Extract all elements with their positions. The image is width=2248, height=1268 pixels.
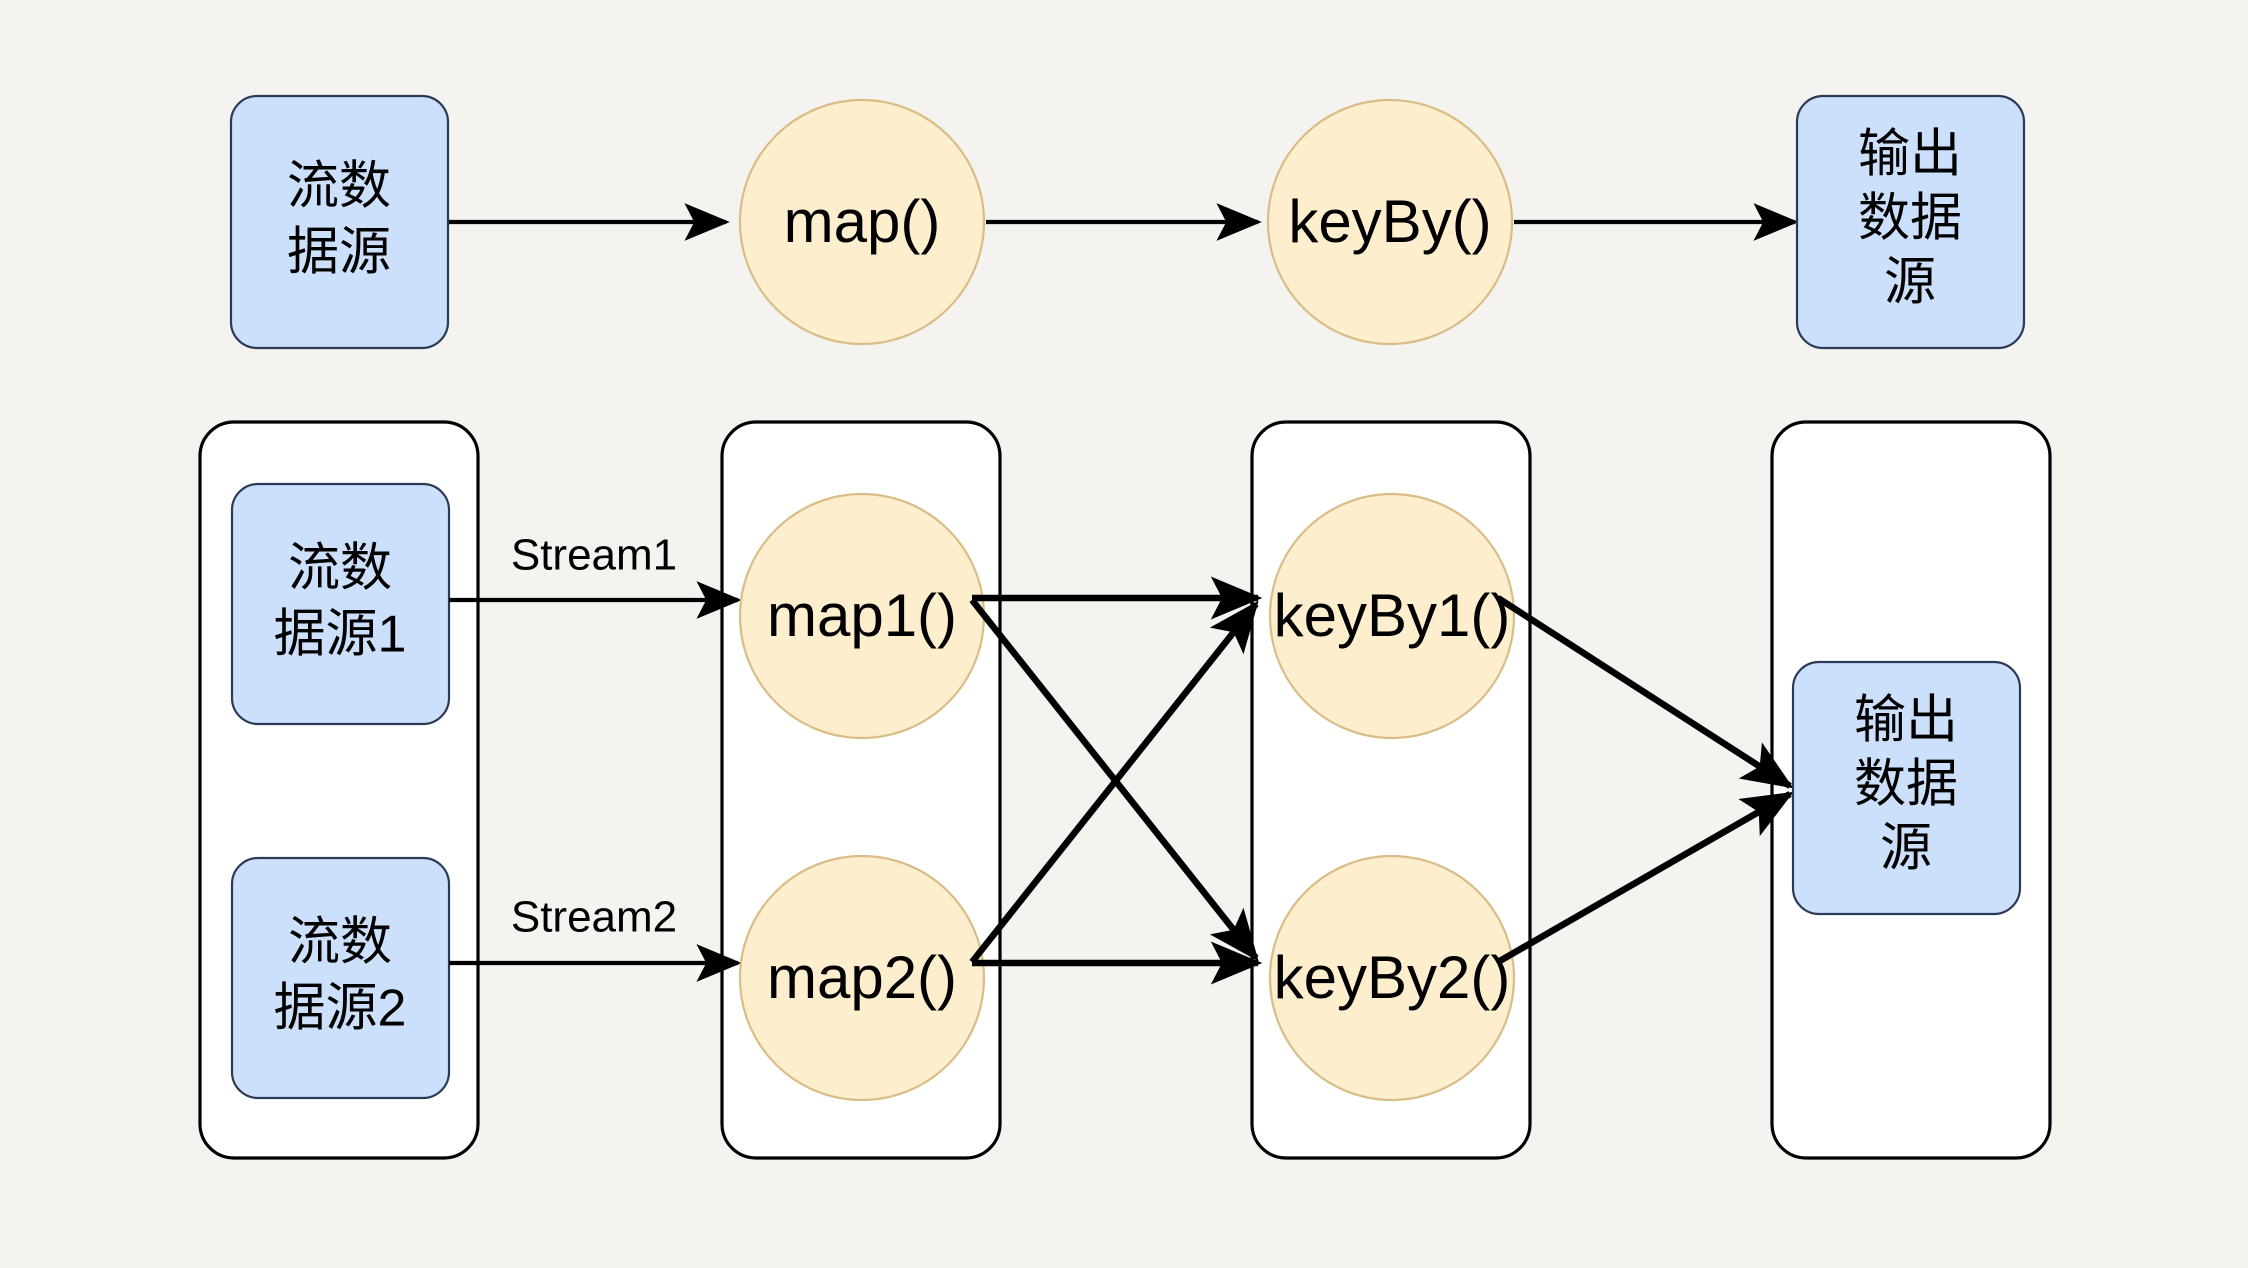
keyby-2-shape[interactable] [1268, 854, 1516, 1102]
source-top-label-line1: 流数 [287, 158, 391, 216]
row-single-parallelism: 流数 据源 map() keyBy() 输出 [229, 94, 2026, 350]
sink-1-label-line3: 源 [1880, 820, 1932, 878]
source-1-shape[interactable] [230, 482, 451, 726]
sink-top-shape[interactable] [1795, 94, 2026, 350]
source-top-shape[interactable] [229, 94, 450, 350]
map-top-label: map() [784, 188, 941, 255]
edge-label-stream2: Stream2 [511, 893, 677, 942]
sink-1-label-line1: 输出 [1854, 692, 1958, 750]
node-sink-1[interactable]: 输出 数据 源 [1791, 660, 2022, 916]
node-keyby-top[interactable]: keyBy() [1266, 98, 1514, 346]
sink-top-label-line2: 数据 [1858, 190, 1962, 248]
edge-keyby-1-to-sink-1 [1496, 595, 1794, 789]
node-source-2[interactable]: 流数 据源2 [230, 856, 451, 1100]
sink-top-label-line3: 源 [1884, 254, 1936, 312]
node-map-2[interactable]: map2() [738, 854, 986, 1102]
source-2-label-line2: 据源2 [274, 980, 407, 1038]
node-keyby-2[interactable]: keyBy2() [1268, 854, 1516, 1102]
node-map-top[interactable]: map() [738, 98, 986, 346]
keyby-1-shape[interactable] [1268, 492, 1516, 740]
map-top-shape[interactable] [738, 98, 986, 346]
map-2-shape[interactable] [738, 854, 986, 1102]
node-sink-top[interactable]: 输出 数据 源 [1795, 94, 2026, 350]
source-1-label-line1: 流数 [288, 540, 392, 598]
sink-1-shape[interactable] [1791, 660, 2022, 916]
edge-map-2-to-keyby-1 [969, 600, 1259, 965]
edge-keyby-2-to-sink-1 [1496, 791, 1794, 965]
source-1-label-line2: 据源1 [274, 606, 407, 664]
node-map-1[interactable]: map1() [738, 492, 986, 740]
keyby-top-label: keyBy() [1288, 188, 1491, 255]
sink-top-label-line1: 输出 [1858, 126, 1962, 184]
node-source-top[interactable]: 流数 据源 [229, 94, 450, 350]
node-source-1[interactable]: 流数 据源1 [230, 482, 451, 726]
node-keyby-1[interactable]: keyBy1() [1268, 492, 1516, 740]
source-top-label-line2: 据源 [287, 224, 391, 282]
sink-1-label-line2: 数据 [1854, 756, 1958, 814]
keyby-1-label: keyBy1() [1274, 582, 1511, 649]
keyby-2-label: keyBy2() [1274, 944, 1511, 1011]
map-2-label: map2() [767, 944, 957, 1011]
source-2-shape[interactable] [230, 856, 451, 1100]
source-2-label-line1: 流数 [288, 914, 392, 972]
map-1-label: map1() [767, 582, 957, 649]
row-multi-parallelism: 流数 据源1 流数 据源2 Stream1 Stream2 map1() [198, 420, 2052, 1160]
edge-label-stream1: Stream1 [511, 531, 677, 580]
keyby-top-shape[interactable] [1266, 98, 1514, 346]
